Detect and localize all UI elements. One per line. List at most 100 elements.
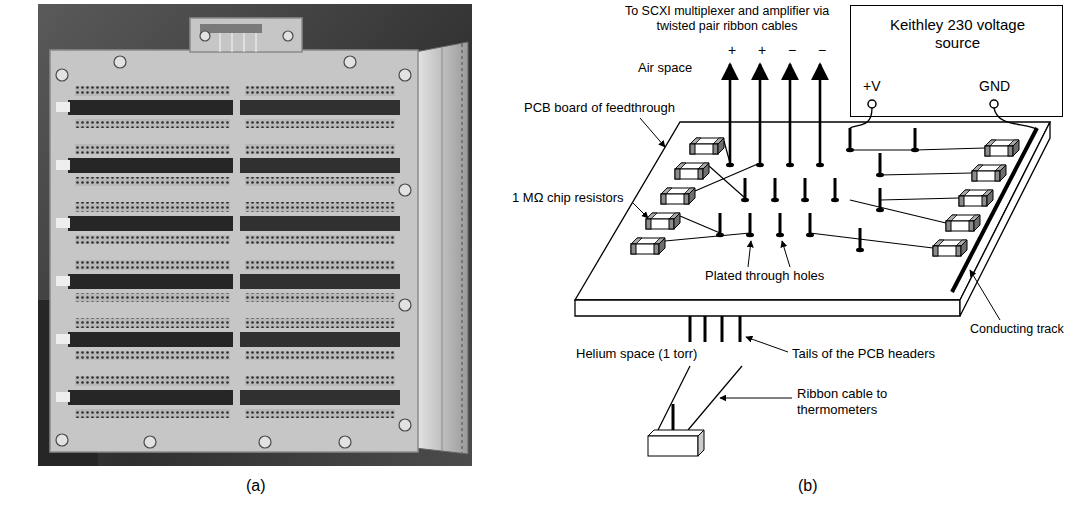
photograph-part-part	[68, 158, 233, 173]
photograph-part-part	[245, 119, 395, 128]
signal-sign: −	[783, 42, 801, 59]
photograph-part-part	[245, 318, 395, 328]
terminal-label: +V	[863, 78, 881, 95]
schematic-part	[730, 64, 820, 165]
schematic-part	[746, 213, 754, 237]
schematic-part-part	[880, 173, 972, 175]
schematic-part	[994, 108, 1036, 129]
schematic-part	[990, 100, 998, 108]
photograph-part-part	[75, 260, 230, 270]
photograph-part	[461, 44, 463, 453]
photograph	[38, 4, 472, 466]
photograph-part-part	[245, 409, 395, 418]
region-label: Helium space (1 torr)	[574, 346, 699, 362]
photograph-part	[50, 50, 418, 452]
schematic-part	[952, 128, 1037, 292]
schematic-part-part	[665, 233, 750, 241]
schematic-part-part	[759, 64, 762, 165]
photograph-part-part	[245, 351, 395, 360]
schematic-part	[806, 213, 814, 237]
schematic-part	[959, 190, 993, 206]
schematic-part	[771, 178, 779, 202]
photograph-part	[442, 48, 443, 451]
schematic-part	[776, 213, 784, 237]
schematic-part	[911, 128, 919, 152]
schematic-part-part	[748, 241, 751, 267]
schematic-part	[972, 165, 1006, 181]
schematic-part	[846, 128, 854, 152]
photograph-part-part	[399, 69, 411, 81]
schematic-part-part	[789, 64, 792, 165]
schematic-part	[946, 215, 980, 231]
photograph-part-part	[245, 235, 395, 244]
photograph-part-part	[240, 390, 400, 405]
photograph-part-part	[399, 419, 411, 431]
photograph-part	[56, 31, 411, 448]
schematic-part	[741, 178, 749, 202]
photograph-part-part	[240, 100, 400, 115]
schematic-part	[648, 436, 698, 456]
panel-letter: (b)	[796, 476, 820, 495]
photograph-part-part	[75, 177, 230, 186]
photograph-part-part	[245, 376, 395, 386]
photograph-part-part	[75, 86, 230, 96]
schematic-part-part	[640, 118, 665, 147]
schematic-part	[876, 188, 884, 212]
schematic-part-part	[970, 270, 1000, 320]
photograph-part-part	[245, 293, 395, 302]
part-label: 1 MΩ chip resistors	[510, 190, 626, 206]
region-label: Air space	[636, 60, 694, 76]
schematic-part	[675, 163, 709, 179]
photograph-part	[190, 18, 302, 52]
photograph-part-part	[56, 102, 70, 112]
schematic-part-part	[680, 216, 720, 233]
schematic-part-part	[632, 202, 648, 218]
schematic-part-part	[782, 241, 790, 267]
schematic-part	[672, 404, 675, 432]
photograph-part-part	[399, 184, 411, 196]
photograph-part-part	[240, 332, 400, 347]
schematic-part-part	[720, 398, 792, 399]
photograph-part-part	[114, 56, 126, 68]
part-label: Tails of the PCB headers	[790, 346, 937, 362]
schematic-part	[575, 300, 960, 316]
photograph-part-part	[68, 332, 233, 347]
photograph-part-part	[245, 177, 395, 186]
cable-destination: To SCXI multiplexer and amplifier via tw…	[603, 4, 851, 34]
photograph-part-part	[56, 69, 68, 81]
photograph-part-part	[245, 86, 395, 96]
photograph-part	[243, 33, 244, 52]
schematic-part	[690, 138, 724, 154]
panel-letter: (a)	[244, 476, 268, 495]
photograph-part-part	[339, 436, 351, 448]
schematic-part	[665, 141, 985, 248]
photograph-part-part	[75, 144, 230, 154]
schematic	[575, 5, 1063, 456]
schematic-part-part	[704, 316, 707, 342]
photograph-part-part	[75, 202, 230, 212]
signal-sign: +	[723, 42, 741, 59]
schematic-part	[850, 5, 1063, 117]
photograph-part-part	[75, 376, 230, 386]
signal-sign: −	[813, 42, 831, 59]
photograph-part-part	[75, 119, 230, 128]
photograph-part-part	[56, 334, 70, 344]
instrument-box: Keithley 230 voltage source+VGND	[850, 5, 1063, 117]
photograph-part-part	[68, 274, 233, 289]
schematic-part	[856, 228, 864, 252]
photograph-part-part	[56, 434, 68, 446]
part-label: Conducting track	[968, 322, 1066, 337]
photograph-part-part	[245, 202, 395, 212]
schematic-part-part	[729, 64, 732, 165]
photograph-part	[231, 33, 232, 52]
photograph-part-part	[245, 144, 395, 154]
schematic-part	[801, 178, 809, 202]
photograph-part-part	[75, 293, 230, 302]
photograph-part	[219, 33, 220, 52]
instrument-name: Keithley 230 voltage source	[888, 16, 1028, 52]
schematic-part-part	[810, 233, 933, 248]
photograph-part-part	[68, 216, 233, 231]
photograph-part-part	[56, 392, 70, 402]
